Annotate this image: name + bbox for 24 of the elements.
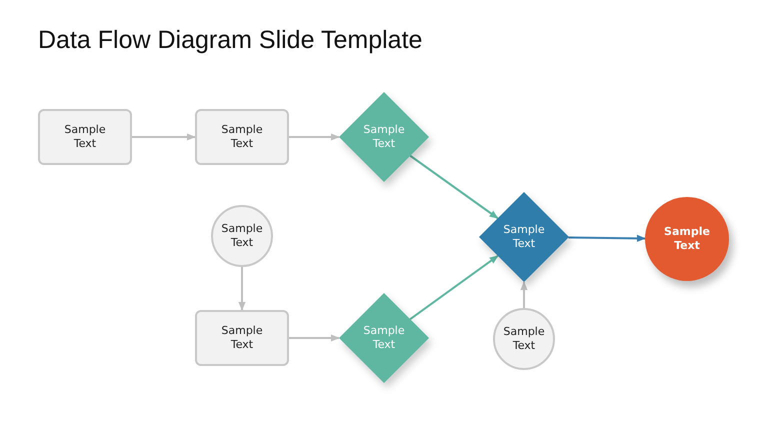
arrow	[238, 267, 246, 311]
node-label: Sample Text	[663, 225, 711, 253]
node-label: Sample Text	[502, 223, 546, 251]
arrow	[289, 334, 340, 342]
process-box	[38, 109, 132, 165]
arrow	[289, 133, 340, 141]
node-label: Sample Text	[220, 324, 264, 352]
process-box	[195, 310, 289, 366]
arrow	[410, 255, 499, 320]
node-label: Sample Text	[362, 324, 406, 352]
decision-diamond	[479, 192, 569, 282]
decision-diamond	[339, 92, 429, 182]
process-box	[195, 109, 289, 165]
node-label: Sample Text	[63, 123, 107, 151]
node-label: Sample Text	[220, 123, 264, 151]
arrow	[132, 133, 196, 141]
node-label: Sample Text	[362, 123, 406, 151]
node-label: Sample Text	[502, 325, 546, 353]
slide-title: Data Flow Diagram Slide Template	[38, 26, 422, 55]
node-label: Sample Text	[220, 222, 264, 250]
arrow	[568, 234, 646, 242]
decision-diamond	[339, 293, 429, 383]
arrow	[520, 281, 528, 308]
arrow	[410, 154, 498, 220]
